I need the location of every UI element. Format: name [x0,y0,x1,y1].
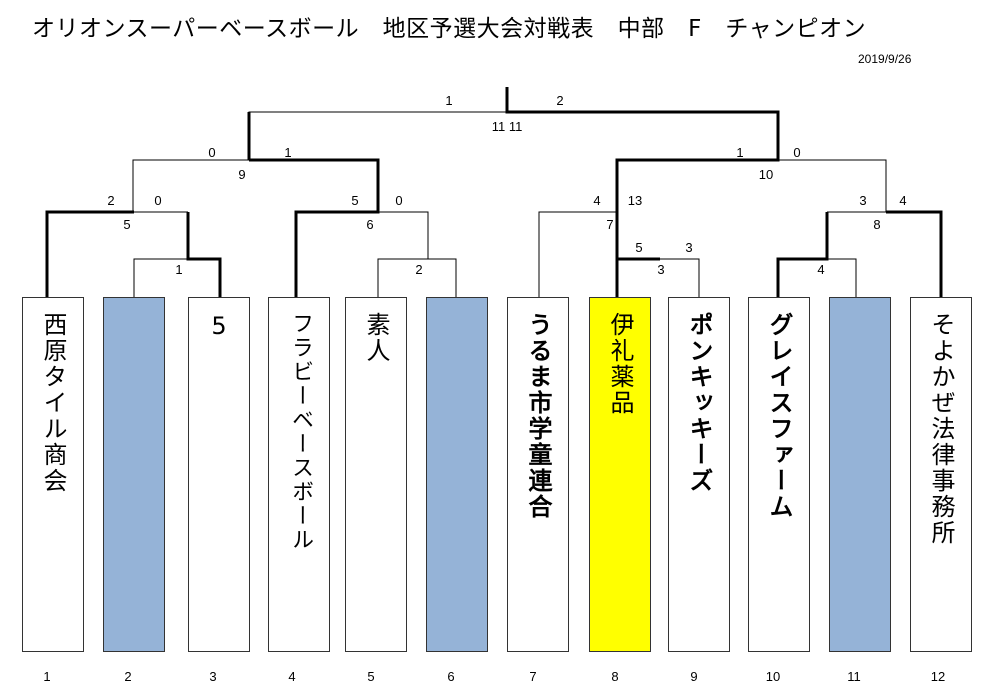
game-9-score-right: 1 [284,145,292,160]
game-5-number: 5 [123,217,131,232]
game-5-score-right: 0 [154,193,162,208]
slot-number: 7 [529,669,537,684]
game-10-number: 10 [758,167,774,182]
game-6-score-right: 0 [395,193,403,208]
team-name: 素人 [362,312,390,364]
game-9-score-left: 0 [208,145,216,160]
team-name: 5 [205,312,233,342]
team-box-2-bye [103,297,165,652]
game-10-score-left: 1 [736,145,744,160]
game-3-number: 3 [657,262,665,277]
team-name: グレイスファーム [765,312,793,520]
team-box-4: フラビーベースボール [268,297,330,652]
game-5-score-left: 2 [107,193,115,208]
team-name: うるま市学童連合 [524,312,552,520]
team-box-3: 5 [188,297,250,652]
team-box-12: そよかぜ法律事務所 [910,297,972,652]
team-name: 伊礼薬品 [606,312,634,416]
game-8-number: 8 [873,217,881,232]
team-box-10: グレイスファーム [748,297,810,652]
slot-number: 2 [124,669,132,684]
game-9-number: 9 [238,167,246,182]
team-box-11-bye [829,297,891,652]
team-box-6-bye [426,297,488,652]
game-7-score-right: 13 [627,193,643,208]
team-box-1: 西原タイル商会 [22,297,84,652]
slot-number: 4 [288,669,296,684]
game-8-score-right: 4 [899,193,907,208]
game-11-number: 11 11 [491,119,523,134]
team-name: そよかぜ法律事務所 [927,312,955,546]
bracket-lines-winner [45,87,943,297]
slot-number: 11 [847,669,861,684]
team-box-5: 素人 [345,297,407,652]
game-11-score-left: 1 [445,93,453,108]
game-7-score-left: 4 [593,193,601,208]
game-6-number: 6 [366,217,374,232]
game-3-score-left: 5 [635,240,643,255]
game-6-score-left: 5 [351,193,359,208]
slot-number: 3 [209,669,217,684]
game-10-score-right: 0 [793,145,801,160]
team-name: フラビーベースボール [288,312,313,552]
slot-number: 1 [43,669,51,684]
slot-number: 12 [930,669,946,684]
page-title: オリオンスーパーベースボール 地区予選大会対戦表 中部 F チャンピオン [32,16,867,42]
slot-number: 6 [447,669,455,684]
game-8-score-left: 3 [859,193,867,208]
game-4-number: 4 [817,262,825,277]
team-name: 西原タイル商会 [39,312,67,494]
slot-number: 10 [765,669,781,684]
date-label: 2019/9/26 [858,52,912,66]
bracket-lines-thin [132,111,887,297]
slot-number: 9 [690,669,698,684]
team-box-9: ポンキッキーズ [668,297,730,652]
game-7-number: 7 [606,217,614,232]
game-1-number: 1 [175,262,183,277]
slot-number: 5 [367,669,375,684]
game-2-number: 2 [415,262,423,277]
game-3-score-right: 3 [685,240,693,255]
team-name: ポンキッキーズ [685,312,713,494]
team-box-7: うるま市学童連合 [507,297,569,652]
team-box-8-champion: 伊礼薬品 [589,297,651,652]
slot-number: 8 [611,669,619,684]
game-11-score-right: 2 [556,93,564,108]
